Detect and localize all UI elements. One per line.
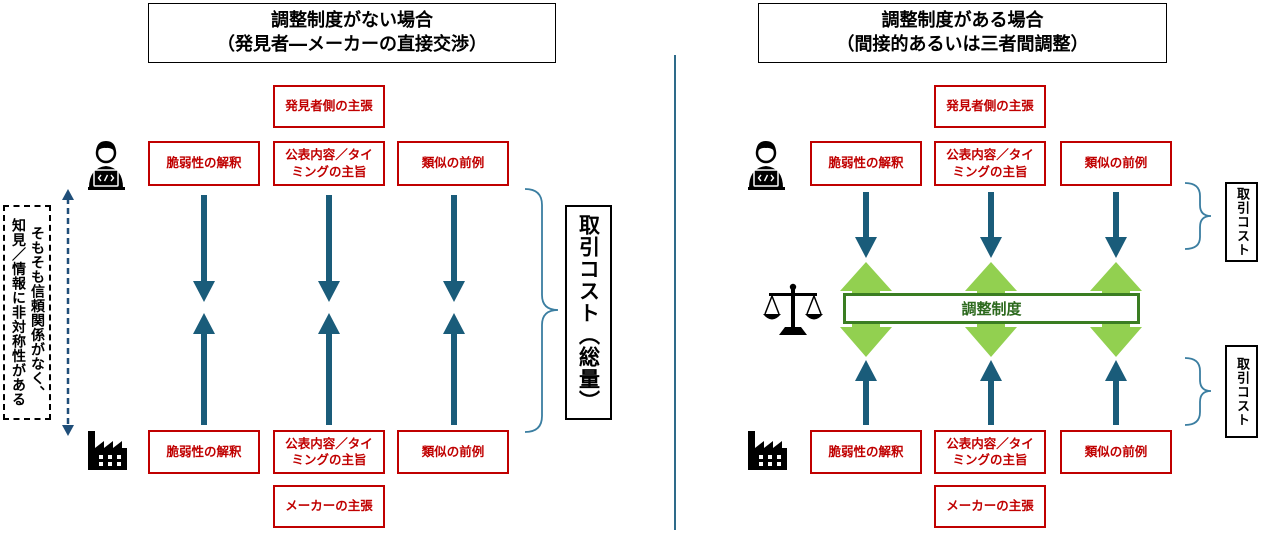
right-finder-down-arrow-3 (1105, 192, 1127, 258)
label-line: 類似の前例 (421, 155, 485, 171)
left-title-line1: 調整制度がない場合 (271, 9, 433, 31)
vendor-side-transaction-cost-label: 取引コスト (1234, 356, 1249, 427)
note-line: 知見／情報に非対称性がある (10, 218, 26, 407)
right-title-line2: （間接的あるいは三者間調整） (836, 34, 1089, 55)
left-vendor-disclosure-timing: 公表内容／タイ ミングの主旨 (273, 430, 385, 474)
total-transaction-cost-label: 取引コスト（総量） (576, 213, 601, 412)
left-vendor-claim-label: メーカーの主張 (285, 498, 373, 514)
right-vendor-disclosure-timing: 公表内容／タイ ミングの主旨 (934, 430, 1046, 474)
label-line: 脆弱性の解釈 (828, 155, 904, 171)
finder-side-transaction-cost-box: 取引コスト (1225, 182, 1258, 262)
left-panel-title: 調整制度がない場合 （発見者―メーカーの直接交渉） (148, 3, 556, 63)
right-finder-vulnerability-interpretation: 脆弱性の解釈 (810, 141, 922, 186)
label-line: 類似の前例 (421, 443, 485, 459)
right-bottom-cost-brace (1184, 357, 1212, 426)
left-finder-vulnerability-interpretation: 脆弱性の解釈 (148, 141, 260, 186)
right-finder-precedent: 類似の前例 (1060, 141, 1172, 186)
balance-scale-icon (763, 283, 823, 335)
total-transaction-cost-box: 取引コスト（総量） (565, 205, 612, 420)
asymmetry-note-text: そもそも信頼関係がなく、 知見／情報に非対称性がある (8, 218, 46, 407)
label-line: ミングの主旨 (952, 163, 1028, 179)
right-vendor-up-arrow-3 (1105, 360, 1127, 425)
label-line: 公表内容／タイ (946, 435, 1034, 451)
right-finder-disclosure-timing: 公表内容／タイ ミングの主旨 (934, 141, 1046, 186)
left-finder-claim-label: 発見者側の主張 (285, 98, 373, 114)
finder-side-transaction-cost-label: 取引コスト (1234, 187, 1249, 257)
person-with-laptop-icon (88, 141, 125, 190)
right-vendor-claim-label: メーカーの主張 (946, 498, 1034, 514)
right-title-line1: 調整制度がある場合 (881, 9, 1044, 31)
left-finder-down-arrow-2 (318, 195, 340, 302)
right-vendor-up-arrow-1 (855, 360, 877, 425)
right-top-cost-brace (1184, 182, 1212, 250)
left-vendor-vulnerability-interpretation: 脆弱性の解釈 (148, 430, 260, 474)
left-vendor-up-arrow-2 (318, 313, 340, 425)
left-finder-disclosure-timing: 公表内容／タイ ミングの主旨 (273, 141, 385, 186)
left-finder-claim: 発見者側の主張 (273, 85, 385, 128)
left-finder-down-arrow-1 (193, 195, 215, 302)
left-vendor-up-arrow-3 (443, 313, 465, 425)
left-finder-precedent: 類似の前例 (397, 141, 509, 186)
right-vendor-up-arrow-2 (980, 360, 1002, 425)
coordination-mechanism-box: 調整制度 (843, 293, 1140, 324)
label-line: 脆弱性の解釈 (828, 443, 904, 459)
label-line: 公表内容／タイ (946, 147, 1034, 163)
left-vendor-up-arrow-1 (193, 313, 215, 425)
factory-icon (88, 431, 127, 470)
label-line: ミングの主旨 (291, 452, 367, 467)
left-vendor-claim: メーカーの主張 (273, 485, 385, 528)
right-vendor-claim: メーカーの主張 (934, 485, 1046, 528)
factory-icon (748, 431, 787, 470)
label-line: ミングの主旨 (291, 163, 367, 179)
right-vendor-vulnerability-interpretation: 脆弱性の解釈 (810, 430, 922, 474)
right-finder-down-arrow-1 (855, 192, 877, 258)
right-panel-title: 調整制度がある場合 （間接的あるいは三者間調整） (758, 3, 1167, 63)
person-with-laptop-icon (748, 141, 785, 190)
label-line: 脆弱性の解釈 (166, 443, 242, 459)
right-finder-claim-label: 発見者側の主張 (946, 98, 1034, 114)
label-line: ミングの主旨 (952, 452, 1028, 467)
vendor-side-transaction-cost-box: 取引コスト (1225, 345, 1258, 438)
right-vendor-precedent: 類似の前例 (1060, 430, 1172, 474)
right-finder-down-arrow-2 (980, 192, 1002, 258)
label-line: 公表内容／タイ (285, 147, 373, 163)
left-vendor-precedent: 類似の前例 (397, 430, 509, 474)
label-line: 類似の前例 (1084, 155, 1148, 171)
asymmetry-double-arrow (62, 189, 74, 436)
asymmetry-note: そもそも信頼関係がなく、 知見／情報に非対称性がある (3, 205, 51, 420)
label-line: 公表内容／タイ (285, 435, 373, 451)
label-line: 脆弱性の解釈 (166, 155, 242, 171)
note-line: そもそも信頼関係がなく、 (29, 225, 45, 400)
left-title-line2: （発見者―メーカーの直接交渉） (217, 34, 487, 55)
left-finder-down-arrow-3 (443, 195, 465, 302)
right-finder-claim: 発見者側の主張 (934, 85, 1046, 128)
coordination-mechanism-label: 調整制度 (961, 300, 1022, 318)
left-cost-brace (524, 188, 559, 433)
label-line: 類似の前例 (1084, 443, 1148, 459)
